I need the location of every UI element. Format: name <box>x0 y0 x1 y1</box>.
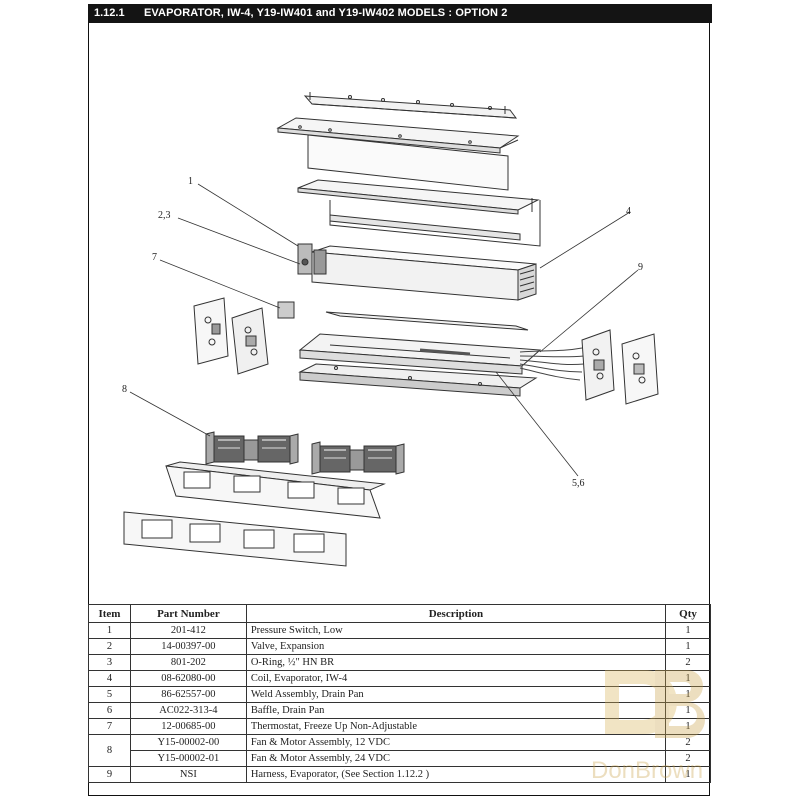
table-row: 9 NSI Harness, Evaporator, (See Section … <box>88 766 711 783</box>
description-cell: Coil, Evaporator, IW-4 <box>245 670 667 687</box>
callout-leaders <box>129 183 639 477</box>
qty-cell: 1 <box>665 718 711 735</box>
col-header-description: Description <box>245 604 667 623</box>
qty-cell: 1 <box>665 670 711 687</box>
table-row: 4 08-62080-00 Coil, Evaporator, IW-4 1 <box>88 670 711 687</box>
item-cell: 8 <box>88 734 131 767</box>
item-cell: 9 <box>88 766 131 783</box>
top-housing <box>276 117 520 191</box>
table-row: 2 14-00397-00 Valve, Expansion 1 <box>88 638 711 655</box>
part-number-cell: 201-412 <box>129 622 247 639</box>
callout-5-6: 5,6 <box>572 478 585 489</box>
item-cell: 6 <box>88 702 131 719</box>
col-header-item: Item <box>88 604 131 623</box>
description-cell: Fan & Motor Assembly, 24 VDC <box>245 750 667 767</box>
bottom-grille-plate <box>123 511 347 567</box>
wiring-harness <box>519 347 585 381</box>
description-cell: O-Ring, ½" HN BR <box>245 654 667 671</box>
item-cell: 5 <box>88 686 131 703</box>
table-row: 6 AC022-313-4 Baffle, Drain Pan 1 <box>88 702 711 719</box>
exploded-view-diagram: 1 2,3 4 7 9 8 5,6 <box>122 92 659 567</box>
blower-mount-plate <box>165 461 386 519</box>
callout-1: 1 <box>188 176 193 187</box>
fan-motor-assemblies <box>205 431 405 475</box>
table-row: 5 86-62557-00 Weld Assembly, Drain Pan 1 <box>88 686 711 703</box>
part-number-cell: 801-202 <box>129 654 247 671</box>
qty-cell: 1 <box>665 702 711 719</box>
table-row: Y15-00002-01 Fan & Motor Assembly, 24 VD… <box>89 750 711 767</box>
part-number-cell: Y15-00002-01 <box>129 750 247 767</box>
col-header-qty: Qty <box>665 604 711 623</box>
top-cover-strip <box>303 92 518 119</box>
qty-cell: 1 <box>665 622 711 639</box>
description-cell: Thermostat, Freeze Up Non-Adjustable <box>245 718 667 735</box>
table-row: 8 Y15-00002-00 Fan & Motor Assembly, 12 … <box>88 734 711 767</box>
description-cell: Weld Assembly, Drain Pan <box>245 686 667 703</box>
table-row: 3 801-202 O-Ring, ½" HN BR 2 <box>88 654 711 671</box>
parts-table-header: Item Part Number Description Qty <box>88 604 711 623</box>
parts-table: Item Part Number Description Qty 1 201-4… <box>88 604 711 783</box>
page-frame <box>88 23 710 796</box>
qty-cell: 1 <box>665 686 711 703</box>
qty-cell: 2 <box>665 734 711 751</box>
qty-cell: 1 <box>665 638 711 655</box>
item-cell: 4 <box>88 670 131 687</box>
left-side-panels <box>193 297 269 375</box>
thermostat-part <box>277 301 295 319</box>
part-number-cell: Y15-00002-00 <box>129 734 247 751</box>
table-row: 7 12-00685-00 Thermostat, Freeze Up Non-… <box>88 718 711 735</box>
callout-7: 7 <box>152 252 157 263</box>
description-cell: Baffle, Drain Pan <box>245 702 667 719</box>
evaporator-coil <box>297 243 537 301</box>
callout-4: 4 <box>626 206 631 217</box>
drain-pan-assembly <box>298 333 542 397</box>
col-header-part-number: Part Number <box>129 604 247 623</box>
description-cell: Fan & Motor Assembly, 12 VDC <box>245 734 667 751</box>
part-number-cell: 08-62080-00 <box>129 670 247 687</box>
section-title: EVAPORATOR, IW-4, Y19-IW401 and Y19-IW40… <box>144 7 508 19</box>
description-cell: Harness, Evaporator, (See Section 1.12.2… <box>245 766 667 783</box>
part-number-cell: 86-62557-00 <box>129 686 247 703</box>
item-cell: 1 <box>88 622 131 639</box>
qty-cell: 2 <box>665 750 711 767</box>
table-row: 1 201-412 Pressure Switch, Low 1 <box>88 622 711 639</box>
baffle-plate <box>325 311 529 331</box>
qty-cell: 1 <box>665 766 711 783</box>
description-cell: Valve, Expansion <box>245 638 667 655</box>
item-cell: 7 <box>88 718 131 735</box>
description-cell: Pressure Switch, Low <box>245 622 667 639</box>
coil-cover-frame <box>297 179 541 247</box>
part-number-cell: 14-00397-00 <box>129 638 247 655</box>
section-header: 1.12.1 EVAPORATOR, IW-4, Y19-IW401 and Y… <box>88 4 712 23</box>
right-side-panels <box>581 329 659 405</box>
part-number-cell: AC022-313-4 <box>129 702 247 719</box>
callout-8: 8 <box>122 384 127 395</box>
item-cell: 2 <box>88 638 131 655</box>
part-number-cell: 12-00685-00 <box>129 718 247 735</box>
qty-cell: 2 <box>665 654 711 671</box>
callout-2-3: 2,3 <box>158 210 171 221</box>
section-number: 1.12.1 <box>94 7 125 19</box>
fan-motor-right <box>311 441 405 475</box>
callout-9: 9 <box>638 262 643 273</box>
fan-motor-left <box>205 431 299 465</box>
part-number-cell: NSI <box>129 766 247 783</box>
item-cell: 3 <box>88 654 131 671</box>
